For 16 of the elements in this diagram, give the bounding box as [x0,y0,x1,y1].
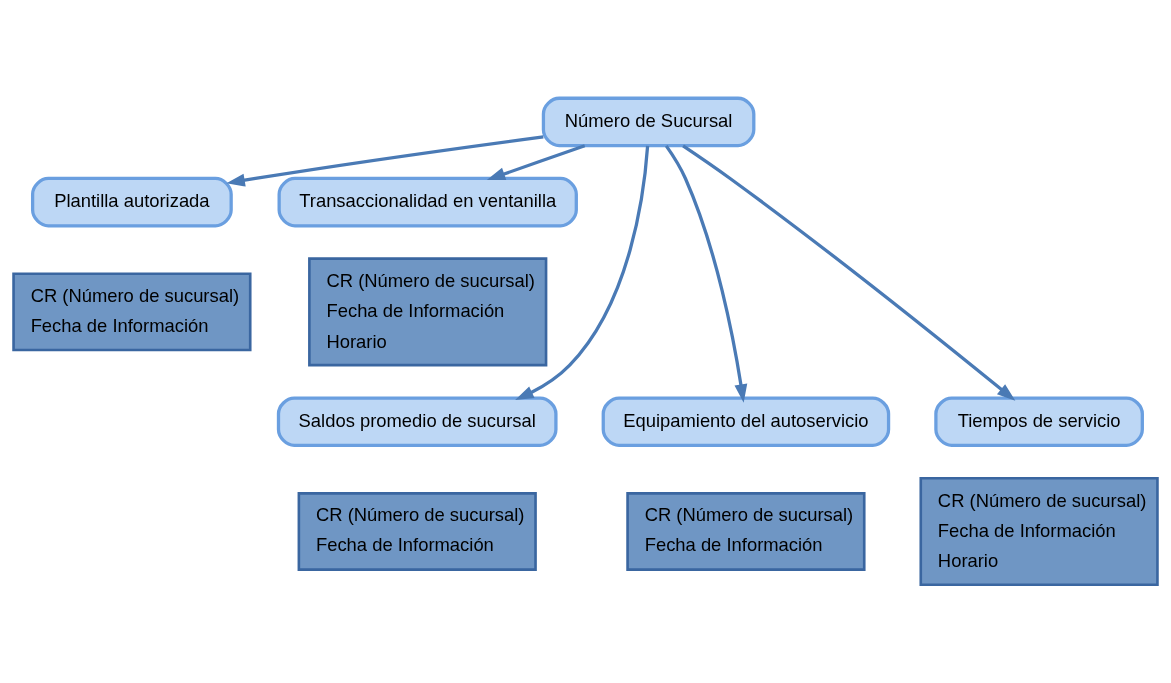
node-box: Número de Sucursal [541,96,756,148]
arrow [664,144,748,403]
node-box: CR (Número de sucursal) Fecha de Información [12,272,252,352]
node-box: Plantilla autorizada [30,176,233,228]
node-box: Saldos promedio de sucursal [276,396,558,447]
arrow [226,135,544,187]
node-box: CR (Número de sucursal) Fecha de Información Horario [919,476,1159,587]
arrow [486,144,586,181]
node-box: CR (Número de sucursal) Fecha de Información Horario [308,257,548,367]
arrow [682,144,1016,401]
node-box: CR (Número de sucursal) Fecha de Información [626,492,866,571]
arrow [515,145,650,400]
node-box: Equipamiento del autoservicio [601,396,891,447]
node-box: Transaccionalidad en ventanilla [277,176,578,228]
node-box: CR (Número de sucursal) Fecha de Información [297,492,537,571]
node-box: Tiempos de servicio [934,396,1144,447]
